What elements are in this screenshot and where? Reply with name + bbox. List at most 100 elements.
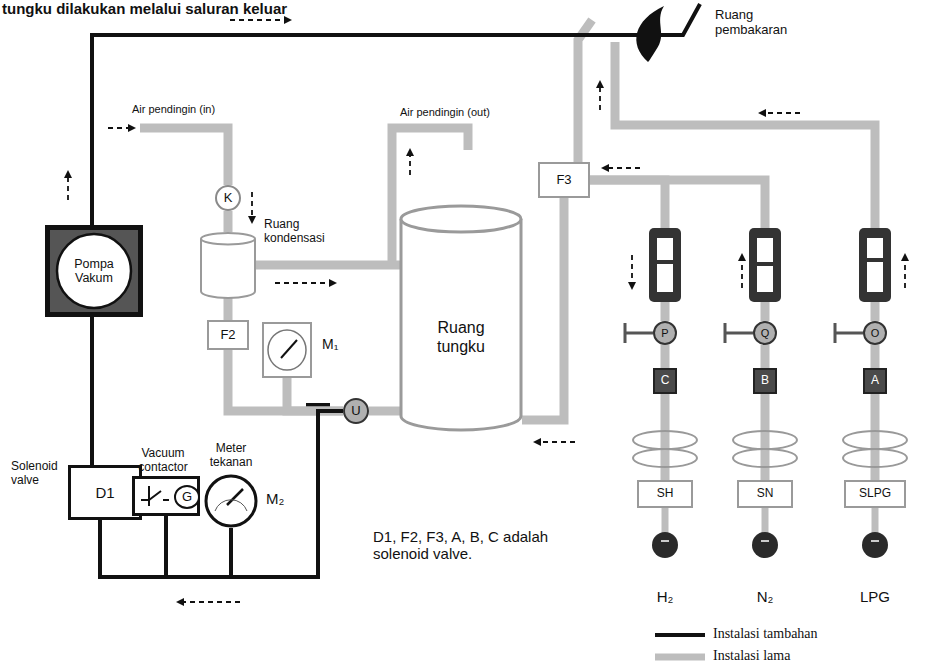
pipe <box>661 345 670 368</box>
pipe <box>590 180 765 321</box>
note: D1, F2, F3, A, B, C adalah solenoid valv… <box>373 528 588 563</box>
node-label: C <box>661 374 670 388</box>
vacuum-exhaust-line <box>92 4 700 228</box>
legend-line <box>655 654 705 661</box>
gas-regulator: SLPG <box>844 480 906 508</box>
legend-line <box>655 633 705 637</box>
cylinder-top <box>401 206 521 232</box>
pipe-label: Air pendingin (out) <box>400 106 515 119</box>
flowmeters <box>649 228 891 302</box>
page-text: tungku dilakukan melalui saluran keluar <box>2 0 332 17</box>
hose-coil <box>733 449 797 467</box>
valve-u: U <box>343 398 369 424</box>
pressure-gauge-outline <box>262 322 312 378</box>
node-label: K <box>224 191 233 206</box>
node-label: Solenoid valve <box>11 460 67 488</box>
gauge-scale <box>215 500 247 511</box>
pipe <box>522 198 564 420</box>
pipe <box>761 345 770 368</box>
node-label: O <box>871 327 880 340</box>
valve-k: K <box>215 185 241 211</box>
cooling-pipe <box>140 128 228 185</box>
gauge-dial <box>206 476 256 526</box>
flow-arrow <box>251 192 253 222</box>
condensation-chamber: Ruang kondensasi <box>200 232 256 298</box>
flow-arrow <box>603 167 640 169</box>
flow-arrow <box>631 255 633 288</box>
hose-coil <box>633 431 697 449</box>
legend-text: Instalasi lama <box>713 648 790 664</box>
node-label: G <box>174 485 200 509</box>
node-label: M₂ <box>266 490 296 507</box>
legend-sample <box>655 629 709 641</box>
node-label: A <box>871 374 879 388</box>
gas-bottle <box>862 532 888 558</box>
hoses <box>633 431 907 467</box>
flow-arrow <box>178 601 240 603</box>
valve-handle <box>835 323 863 343</box>
vacuum-contactor: Vacuum contactorG <box>132 476 200 516</box>
gas-bottle <box>652 532 678 558</box>
flowmeter-float <box>655 260 675 264</box>
node-label: P <box>661 327 668 340</box>
vacuum-line <box>90 317 94 465</box>
needle-valve: Q <box>753 321 777 345</box>
node-label: Meter tekanan <box>198 442 264 470</box>
solenoid-valve: Solenoid valveD1 <box>68 465 142 520</box>
flow-arrows <box>68 20 905 602</box>
node-label: SN <box>757 487 774 501</box>
condensation-chamber-outline <box>200 232 256 298</box>
flow-arrow <box>108 127 134 129</box>
flowmeter <box>749 228 781 302</box>
furnace-chamber-outline <box>400 205 522 430</box>
node-label: Vacuum contactor <box>127 447 199 475</box>
solenoid-valve: F2 <box>207 320 249 350</box>
pipe <box>369 407 400 416</box>
flow-arrow <box>741 255 743 288</box>
flow-arrow <box>230 19 290 21</box>
node-label: M₁ <box>322 336 348 352</box>
needle-valve: P <box>653 321 677 345</box>
furnace-chamber: Ruang tungku <box>400 205 522 430</box>
node-label: Ruang kondensasi <box>264 218 338 246</box>
bottle-neck <box>665 508 875 533</box>
flowmeter-float <box>865 258 885 262</box>
flowmeter-float <box>755 262 775 266</box>
hose-coil <box>843 431 907 449</box>
exhaust-pipe <box>578 20 592 162</box>
node-label: U <box>351 404 360 419</box>
gauge-dial <box>268 330 306 370</box>
vacuum-line <box>100 516 166 577</box>
flowmeter-tube <box>657 238 673 292</box>
node-label: Q <box>761 327 770 340</box>
pipe <box>224 211 233 232</box>
hose-coil <box>843 449 907 467</box>
hose-coil <box>733 431 797 449</box>
pipe-label: Air pendingin (in) <box>132 103 242 116</box>
node-label: Pompa Vakum <box>54 257 134 286</box>
solenoid-valve: F3 <box>538 162 590 198</box>
pipe <box>287 378 343 411</box>
needle-valve: O <box>863 321 887 345</box>
flow-arrow <box>904 255 906 288</box>
pipe <box>256 261 400 270</box>
flow-arrow <box>409 150 411 175</box>
pressure-meter-outline <box>204 474 258 528</box>
vacuum-line <box>100 411 343 577</box>
pressure-gauge: M₁ <box>262 322 312 378</box>
node-label: D1 <box>95 484 114 501</box>
pipe <box>224 298 233 320</box>
gauge-housing <box>263 323 311 377</box>
solenoid-valve: A <box>863 368 887 394</box>
gas-label: N₂ <box>745 588 785 605</box>
flame <box>636 6 664 62</box>
chamber-label: Ruang pembakaran <box>715 8 810 38</box>
cylinder-top <box>201 233 255 244</box>
hose-coil <box>633 449 697 467</box>
gas-label: H₂ <box>645 588 685 605</box>
gauge-needle <box>281 340 297 358</box>
cylinder-body <box>201 239 255 298</box>
node-label: Ruang tungku <box>421 319 501 356</box>
solenoid-valve: B <box>753 368 777 394</box>
